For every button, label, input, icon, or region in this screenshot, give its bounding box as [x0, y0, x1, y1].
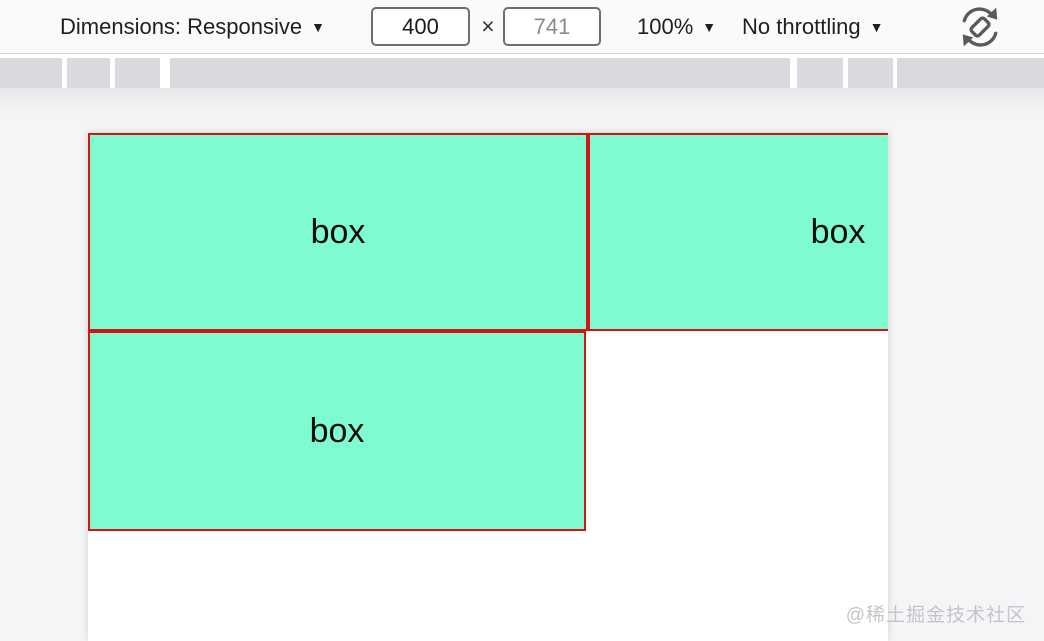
viewport-width-input[interactable]	[371, 7, 470, 46]
blurred-strip-segment	[897, 58, 1044, 88]
box-label: box	[310, 212, 366, 251]
watermark: @稀土掘金技术社区	[845, 605, 1026, 626]
dimensions-label: Dimensions: Responsive	[60, 13, 303, 39]
blurred-browser-strip	[0, 54, 1044, 88]
chevron-down-icon: ▼	[702, 18, 717, 35]
zoom-value: 100%	[637, 13, 694, 39]
blurred-strip-segment	[797, 58, 843, 88]
zoom-dropdown[interactable]: 100% ▼	[637, 0, 716, 53]
blurred-strip-segment	[170, 58, 790, 88]
throttling-dropdown[interactable]: No throttling ▼	[742, 0, 883, 53]
flex-box-2: box	[588, 133, 888, 331]
toolbar-shadow	[0, 88, 1044, 133]
chevron-down-icon: ▼	[869, 18, 884, 35]
throttling-value: No throttling	[742, 13, 861, 39]
blurred-strip-segment	[115, 58, 160, 88]
box-label: box	[309, 411, 365, 450]
viewport-height-input[interactable]	[503, 7, 601, 46]
rdm-toolbar: Dimensions: Responsive ▼ × 100% ▼ No thr…	[0, 0, 1044, 54]
rotate-device-icon	[962, 7, 998, 47]
rotate-viewport-button[interactable]	[948, 3, 1012, 51]
dimensions-multiply-separator: ×	[481, 13, 495, 39]
blurred-strip-segment	[67, 58, 110, 88]
chevron-down-icon: ▼	[311, 18, 325, 35]
flex-box-3: box	[88, 331, 586, 531]
responsive-viewport: box box box	[88, 133, 888, 641]
blurred-strip-segment	[848, 58, 893, 88]
flex-box-1: box	[88, 133, 588, 331]
box-label: box	[810, 212, 866, 251]
dimensions-dropdown[interactable]: Dimensions: Responsive ▼	[60, 0, 325, 53]
blurred-strip-segment	[0, 58, 62, 88]
